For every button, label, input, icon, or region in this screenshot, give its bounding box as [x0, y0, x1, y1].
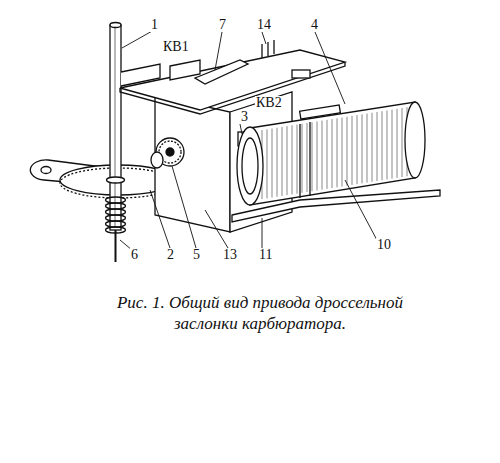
leader-lines: [120, 30, 378, 250]
motor-back: [405, 102, 425, 178]
shaft-highlight: [115, 28, 116, 228]
switch-body: [292, 70, 310, 78]
motor-ribbing: [262, 107, 407, 199]
spring: [106, 197, 126, 233]
rib-line: [337, 118, 338, 187]
motor-end-ring: [242, 138, 258, 194]
callout-number: 4: [310, 18, 319, 32]
callout-number: 13: [222, 248, 238, 262]
rib-line: [302, 124, 303, 193]
rib-line: [332, 119, 333, 188]
tab-hole: [41, 167, 51, 174]
callout-number: КВ1: [162, 40, 190, 54]
callout-number: 1: [150, 18, 159, 32]
shaft-end: [110, 23, 121, 28]
rib-line: [282, 127, 283, 196]
housing-front: [155, 95, 230, 232]
gear-hub: [107, 177, 125, 183]
pinion: [151, 152, 163, 168]
spring-coil: [106, 209, 126, 215]
rib-line: [287, 126, 288, 195]
small-gear-hub: [166, 148, 174, 156]
rib-line: [367, 114, 368, 183]
spring-coil: [106, 215, 126, 221]
shaft-tip: [115, 230, 117, 262]
rib-line: [297, 125, 298, 194]
callout-number: 10: [376, 238, 392, 252]
rib-line: [387, 110, 388, 179]
terminal-pins: [262, 40, 274, 58]
rib-line: [312, 122, 313, 191]
callout-number: 3: [240, 110, 249, 124]
spring-coil: [106, 221, 126, 227]
rib-line: [342, 118, 343, 187]
callout-number: 11: [258, 248, 273, 262]
rib-line: [352, 116, 353, 185]
callout-number: 6: [130, 248, 139, 262]
shaft: [110, 25, 121, 230]
rib-line: [382, 111, 383, 180]
rib-line: [322, 121, 323, 190]
limit-switch-kv1: [170, 60, 200, 80]
rib-line: [277, 128, 278, 197]
rib-line: [402, 108, 403, 177]
rib-line: [377, 112, 378, 181]
spring-coil: [106, 197, 126, 203]
rib-line: [327, 120, 328, 189]
rib-line: [307, 123, 308, 192]
rib-line: [392, 110, 393, 179]
callout-number: 14: [256, 18, 272, 32]
rib-line: [372, 113, 373, 182]
rib-line: [272, 129, 273, 198]
spring-coil: [106, 203, 126, 209]
motor-body: [250, 102, 415, 205]
callout-number: КВ2: [255, 96, 283, 110]
callout-number: 7: [218, 18, 227, 32]
motor-end: [237, 127, 263, 205]
rib-line: [267, 129, 268, 198]
figure-caption: Рис. 1. Общий вид привода дроссельной за…: [115, 292, 405, 335]
rib-line: [317, 121, 318, 190]
callout-number: 5: [192, 248, 201, 262]
motor-clamp: [300, 122, 310, 198]
rib-line: [357, 115, 358, 184]
shaft-bracket: [121, 64, 160, 86]
rib-line: [292, 125, 293, 194]
lever: [195, 60, 248, 84]
callout-number: 2: [166, 248, 175, 262]
rib-line: [397, 109, 398, 178]
rib-line: [362, 114, 363, 183]
motor-bracket: [300, 105, 341, 119]
rib-line: [347, 117, 348, 186]
